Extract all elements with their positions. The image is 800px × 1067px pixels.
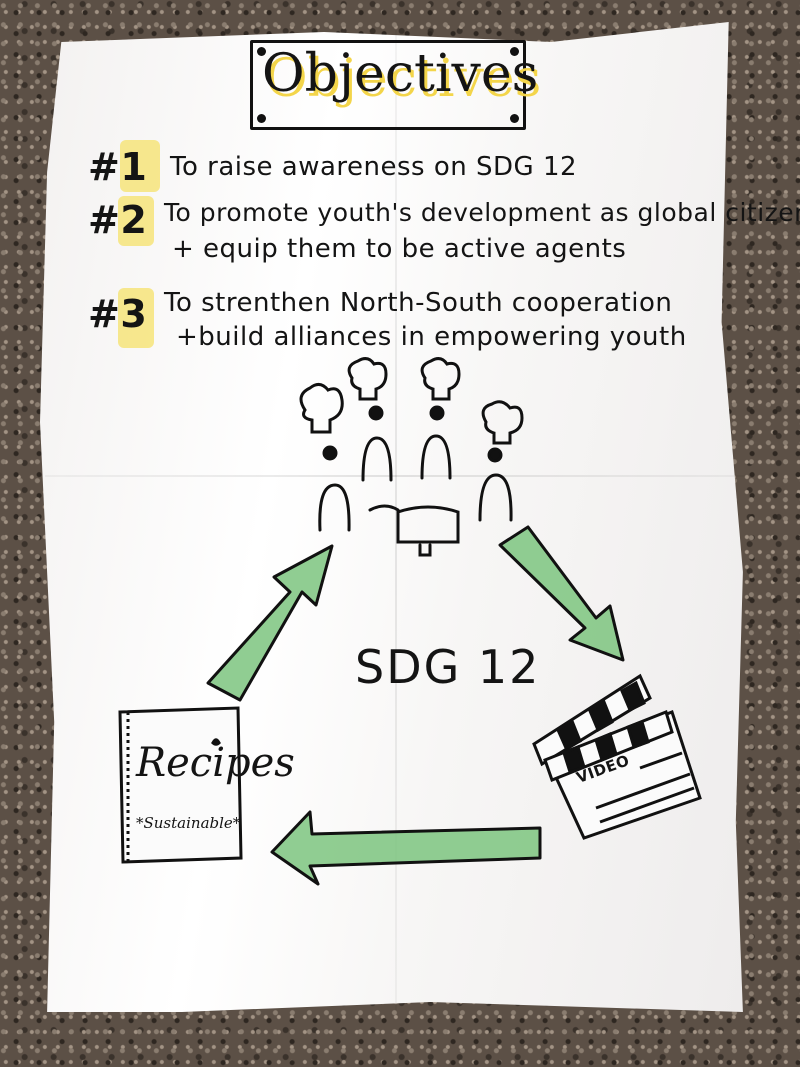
poster-title: Objectives <box>262 44 539 104</box>
objective-continuation: + equip them to be active agents <box>172 234 627 264</box>
chef-hat-icon <box>481 400 524 463</box>
objective-text: To strenthen North-South cooperation <box>164 288 673 318</box>
paper-fold <box>395 30 397 1010</box>
marker-highlight <box>120 140 160 192</box>
objective-number: #1 <box>88 145 148 189</box>
chef-hat-icon <box>420 357 461 421</box>
frame-dot <box>510 47 519 56</box>
chef-body <box>478 473 513 522</box>
clapperboard-icon <box>532 673 702 840</box>
cooking-pot-icon <box>368 504 460 557</box>
title-frame <box>250 40 526 130</box>
book-title: Recipes <box>136 740 295 786</box>
arrow-icon <box>270 810 542 886</box>
frame-dot <box>510 114 519 123</box>
frame-dot <box>257 47 266 56</box>
chef-hat-icon <box>347 357 388 421</box>
objective-continuation: +build alliances in empowering youth <box>176 322 687 352</box>
chef-body <box>420 434 452 480</box>
frame-dot <box>257 114 266 123</box>
chef-body <box>361 436 393 482</box>
arrow-icon <box>498 525 625 662</box>
center-label: SDG 12 <box>355 640 541 694</box>
objective-text: To promote youth's development as global… <box>164 198 800 227</box>
chef-body <box>318 483 351 532</box>
objective-text: To raise awareness on SDG 12 <box>170 152 578 182</box>
arrow-icon <box>206 544 334 702</box>
paper-fold <box>45 475 745 477</box>
marker-highlight <box>118 196 154 246</box>
objective-number: #3 <box>88 292 148 336</box>
book-subtitle: *Sustainable* <box>136 814 241 832</box>
chef-hat-icon <box>299 383 344 461</box>
book-icon <box>118 706 243 864</box>
chef-group <box>299 357 524 557</box>
marker-highlight <box>118 288 154 348</box>
objective-number: #2 <box>88 198 148 242</box>
